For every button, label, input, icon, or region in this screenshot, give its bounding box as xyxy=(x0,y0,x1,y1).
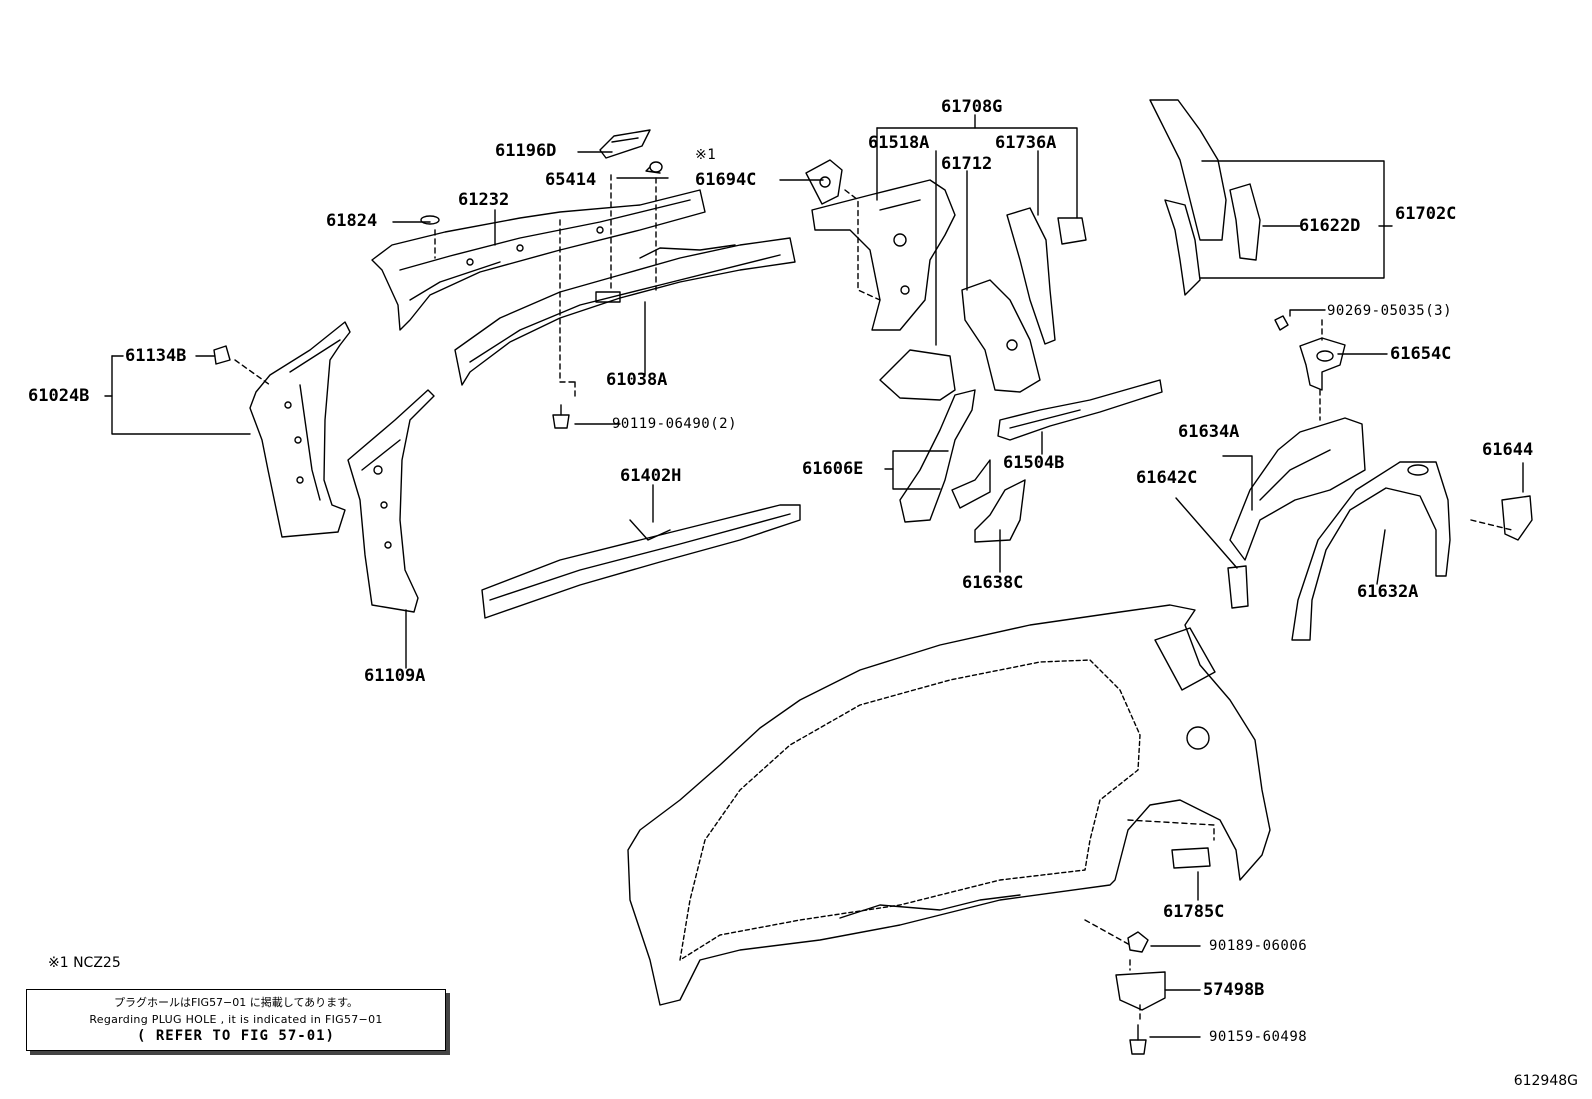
label-61196D[interactable]: 61196D xyxy=(495,141,557,161)
label-61708G[interactable]: 61708G xyxy=(941,97,1003,117)
footnote: ※1 NCZ25 xyxy=(48,955,121,971)
part-61694c-drawing xyxy=(805,159,843,205)
part-90269-drawing xyxy=(1274,315,1289,331)
label-61644[interactable]: 61644 xyxy=(1482,440,1534,460)
label-61134B[interactable]: 61134B xyxy=(125,346,187,366)
label-61824[interactable]: 61824 xyxy=(326,211,378,231)
part-90119-drawing xyxy=(552,404,570,429)
figure-id: 612948G xyxy=(1513,1073,1578,1089)
part-61736a-drawing xyxy=(1006,207,1087,345)
part-61038a-drawing xyxy=(454,237,796,386)
label-90119[interactable]: 90119-06490(2) xyxy=(612,416,738,432)
part-61632a-drawing xyxy=(1291,461,1451,641)
label-61634A[interactable]: 61634A xyxy=(1178,422,1240,442)
reference-note-box: プラグホールはFIG57−01 に掲載してあります。 Regarding PLU… xyxy=(26,989,446,1051)
part-61785c-drawing xyxy=(1171,847,1211,869)
part-61712-drawing xyxy=(961,279,1041,393)
part-90159-drawing xyxy=(1129,1024,1147,1055)
label-61024B[interactable]: 61024B xyxy=(28,386,90,406)
part-65414-drawing xyxy=(645,161,663,174)
leader-lines xyxy=(104,114,1524,1038)
part-61622d-drawing xyxy=(1149,99,1261,296)
note-line-refer: ( REFER TO FIG 57-01) xyxy=(136,1028,335,1044)
part-90189-drawing xyxy=(1127,931,1149,953)
part-61232-drawing xyxy=(371,189,706,331)
label-61654C[interactable]: 61654C xyxy=(1390,344,1452,364)
label-61702C[interactable]: 61702C xyxy=(1395,204,1457,224)
part-61644-drawing xyxy=(1501,495,1533,541)
label-61642C[interactable]: 61642C xyxy=(1136,468,1198,488)
label-61109A[interactable]: 61109A xyxy=(364,666,426,686)
label-61694C[interactable]: 61694C xyxy=(695,170,757,190)
label-90269[interactable]: 90269-05035(3) xyxy=(1327,303,1453,319)
label-61736A[interactable]: 61736A xyxy=(995,133,1057,153)
part-61824-drawing xyxy=(420,215,440,225)
part-61109a-drawing xyxy=(347,389,435,613)
label-61638C[interactable]: 61638C xyxy=(962,573,1024,593)
label-61622D[interactable]: 61622D xyxy=(1299,216,1361,236)
note-line-english: Regarding PLUG HOLE , it is indicated in… xyxy=(89,1013,383,1026)
part-61504b-drawing xyxy=(997,379,1163,441)
part-61024b-drawing xyxy=(213,321,351,538)
label-57498B[interactable]: 57498B xyxy=(1203,980,1265,1000)
part-61402h-drawing xyxy=(481,504,801,619)
part-61634a-drawing xyxy=(1227,417,1366,609)
label-90189[interactable]: 90189-06006 xyxy=(1209,938,1308,954)
label-61606E[interactable]: 61606E xyxy=(802,459,864,479)
part-side-panel-drawing xyxy=(627,604,1271,1006)
part-61654c-drawing xyxy=(1299,337,1346,391)
label-61518A[interactable]: 61518A xyxy=(868,133,930,153)
label-65414[interactable]: 65414 xyxy=(545,170,597,190)
dashed-lines xyxy=(234,174,1513,1021)
part-61196d-drawing xyxy=(599,129,651,159)
part-57498b-drawing xyxy=(1115,971,1166,1011)
part-61518a-drawing xyxy=(811,179,956,401)
label-61504B[interactable]: 61504B xyxy=(1003,453,1065,473)
note-mark: ※1 xyxy=(695,147,717,163)
note-line-japanese: プラグホールはFIG57−01 に掲載してあります。 xyxy=(113,996,359,1009)
label-61402H[interactable]: 61402H xyxy=(620,466,682,486)
label-61712[interactable]: 61712 xyxy=(941,154,993,174)
part-61606e-drawing xyxy=(899,389,991,523)
part-61638c-drawing xyxy=(974,479,1026,543)
label-61785C[interactable]: 61785C xyxy=(1163,902,1225,922)
label-61232[interactable]: 61232 xyxy=(458,190,510,210)
label-90159[interactable]: 90159-60498 xyxy=(1209,1029,1308,1045)
label-61632A[interactable]: 61632A xyxy=(1357,582,1419,602)
label-61038A[interactable]: 61038A xyxy=(606,370,668,390)
